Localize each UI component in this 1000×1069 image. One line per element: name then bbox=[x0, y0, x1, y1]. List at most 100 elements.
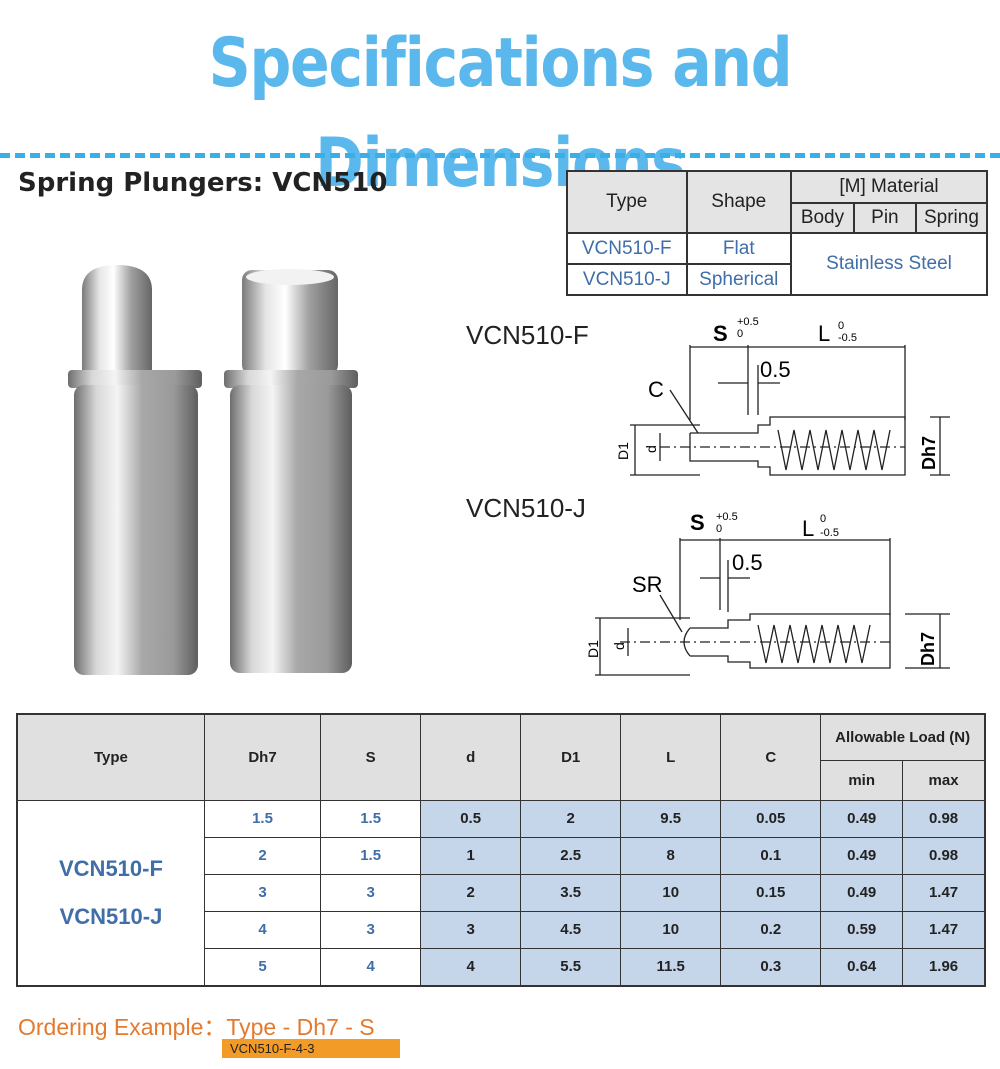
material-header-body: Body bbox=[790, 202, 855, 234]
spec-header-c: C bbox=[720, 713, 822, 801]
cell-max: 0.98 bbox=[902, 836, 986, 875]
cell-max: 1.96 bbox=[902, 947, 986, 986]
cell-s: 3 bbox=[320, 910, 422, 949]
material-header-pin: Pin bbox=[852, 202, 917, 234]
cell-c: 0.05 bbox=[720, 799, 822, 838]
table-row: VCN510-F VCN510-J 1.5 1.5 0.5 2 9.5 0.05… bbox=[16, 799, 986, 986]
dim-d-label-f: d bbox=[643, 445, 659, 453]
dim-dh7-label-j: Dh7 bbox=[918, 632, 938, 666]
spec-header-s: S bbox=[320, 713, 422, 801]
title-divider bbox=[0, 153, 1000, 158]
dim-d-label-j: d bbox=[611, 642, 627, 650]
material-type-f: VCN510-F bbox=[566, 232, 688, 265]
cell-d1: 5.5 bbox=[520, 947, 622, 986]
cell-l: 10 bbox=[620, 910, 722, 949]
spec-table: Type Dh7 S d D1 L C Allowable Load (N) m… bbox=[16, 713, 986, 987]
cell-min: 0.64 bbox=[820, 947, 904, 986]
material-header-type: Type bbox=[566, 170, 688, 234]
spec-header-type: Type bbox=[16, 713, 205, 801]
cell-d1: 2 bbox=[520, 799, 622, 838]
material-header-shape: Shape bbox=[685, 170, 793, 234]
cell-dh7: 4 bbox=[203, 910, 322, 949]
spec-type-j: VCN510-J bbox=[59, 903, 163, 929]
material-table: Type Shape [M] Material Body Pin Spring … bbox=[566, 170, 989, 296]
cell-max: 0.98 bbox=[902, 799, 986, 838]
cell-s: 4 bbox=[320, 947, 422, 986]
table-row: 4 3 3 4.5 10 0.2 0.59 1.47 bbox=[17, 910, 986, 949]
product-heading: Spring Plungers: VCN510 bbox=[18, 168, 388, 198]
cell-max: 1.47 bbox=[902, 910, 986, 949]
dim-s-label-j: S bbox=[690, 510, 705, 535]
cell-l: 10 bbox=[620, 873, 722, 912]
cell-d: 4 bbox=[420, 947, 522, 986]
dim-s-label-f: S bbox=[713, 321, 728, 346]
material-type-j: VCN510-J bbox=[566, 263, 688, 296]
spec-header-min: min bbox=[820, 759, 904, 801]
cell-l: 8 bbox=[620, 836, 722, 875]
ordering-example-code: VCN510-F-4-3 bbox=[222, 1039, 400, 1058]
cell-dh7: 1.5 bbox=[203, 799, 322, 838]
material-header-material: [M] Material bbox=[790, 170, 988, 204]
dim-c-label: C bbox=[648, 377, 664, 402]
dim-sr-label: SR bbox=[632, 572, 663, 597]
product-photo bbox=[68, 265, 358, 675]
dim-s-tol-lower-f: 0 bbox=[737, 328, 743, 340]
dim-s-tol-upper-j: +0.5 bbox=[716, 511, 738, 523]
dim-gap-label-f: 0.5 bbox=[760, 357, 791, 382]
dim-l-tol-lower-j: -0.5 bbox=[820, 527, 839, 539]
cell-s: 1.5 bbox=[320, 836, 422, 875]
cell-d: 1 bbox=[420, 836, 522, 875]
cell-d: 2 bbox=[420, 873, 522, 912]
cell-dh7: 3 bbox=[203, 873, 322, 912]
material-shape-f: Flat bbox=[685, 232, 793, 265]
spec-header-d: d bbox=[420, 713, 522, 801]
cell-min: 0.59 bbox=[820, 910, 904, 949]
spec-header-dh7: Dh7 bbox=[203, 713, 322, 801]
cell-s: 3 bbox=[320, 873, 422, 912]
table-row: 3 3 2 3.5 10 0.15 0.49 1.47 bbox=[17, 873, 986, 912]
material-value: Stainless Steel bbox=[790, 232, 988, 296]
cell-min: 0.49 bbox=[820, 873, 904, 912]
dim-l-tol-lower-f: -0.5 bbox=[838, 332, 857, 344]
dim-l-tol-upper-j: 0 bbox=[820, 513, 826, 525]
drawing-vcn510-f: S +0.5 0 L 0 -0.5 0.5 C D1 d Dh7 bbox=[615, 316, 950, 476]
cell-s: 1.5 bbox=[320, 799, 422, 838]
dim-l-label-j: L bbox=[802, 516, 814, 541]
spec-header-l: L bbox=[620, 713, 722, 801]
cell-c: 0.15 bbox=[720, 873, 822, 912]
cell-dh7: 5 bbox=[203, 947, 322, 986]
cell-c: 0.1 bbox=[720, 836, 822, 875]
cell-d1: 2.5 bbox=[520, 836, 622, 875]
cell-d: 0.5 bbox=[420, 799, 522, 838]
spec-type-f: VCN510-F bbox=[59, 855, 163, 881]
material-header-spring: Spring bbox=[914, 202, 989, 234]
drawing-label-f: VCN510-F bbox=[466, 320, 589, 350]
dim-l-label-f: L bbox=[818, 321, 830, 346]
table-row: 2 1.5 1 2.5 8 0.1 0.49 0.98 bbox=[17, 836, 986, 875]
dim-dh7-label-f: Dh7 bbox=[919, 436, 939, 470]
cell-l: 9.5 bbox=[620, 799, 722, 838]
drawing-label-j: VCN510-J bbox=[466, 493, 586, 523]
cell-min: 0.49 bbox=[820, 836, 904, 875]
cell-d1: 4.5 bbox=[520, 910, 622, 949]
cell-min: 0.49 bbox=[820, 799, 904, 838]
material-shape-j: Spherical bbox=[685, 263, 793, 296]
table-row: 5 4 4 5.5 11.5 0.3 0.64 1.96 bbox=[17, 947, 986, 986]
spec-header-load: Allowable Load (N) bbox=[820, 713, 986, 761]
header-band bbox=[0, 0, 1000, 158]
spec-header-d1: D1 bbox=[520, 713, 622, 801]
cell-l: 11.5 bbox=[620, 947, 722, 986]
ordering-example-label: Ordering Example：Type - Dh7 - S bbox=[18, 1014, 375, 1040]
flat-plunger-image bbox=[224, 269, 358, 673]
drawing-vcn510-j: S +0.5 0 L 0 -0.5 0.5 SR D1 d Dh7 bbox=[585, 510, 950, 676]
cell-d: 3 bbox=[420, 910, 522, 949]
cell-d1: 3.5 bbox=[520, 873, 622, 912]
dim-d1-label-j: D1 bbox=[585, 640, 601, 658]
cell-max: 1.47 bbox=[902, 873, 986, 912]
cell-c: 0.2 bbox=[720, 910, 822, 949]
dim-d1-label-f: D1 bbox=[615, 442, 631, 460]
spherical-plunger-image bbox=[68, 265, 202, 675]
cell-dh7: 2 bbox=[203, 836, 322, 875]
spec-header-max: max bbox=[902, 759, 986, 801]
dim-l-tol-upper-f: 0 bbox=[838, 320, 844, 332]
